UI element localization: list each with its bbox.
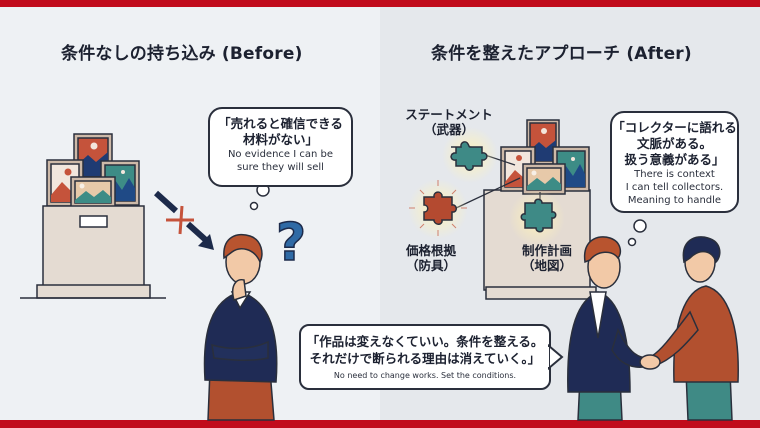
before-thought-jp-line1: 「売れると確信できる [218, 116, 343, 131]
handshake-people-icon [567, 236, 739, 421]
plan-label-line1: 制作計画 [521, 243, 572, 258]
puzzle-piece-plan-icon [520, 198, 557, 233]
before-thought-jp-line2: 材料がない」 [242, 132, 318, 147]
before-thought-en-line1: No evidence I can be [227, 149, 334, 160]
statement-label-line2: （武器） [423, 122, 474, 137]
after-thought-en-line2: I can tell collectors. [625, 182, 724, 193]
puzzle-piece-statement-icon [450, 141, 488, 171]
confused-man-icon [203, 233, 278, 421]
before-thought-bubble: 「売れると確信できる 材料がない」 No evidence I can be s… [208, 107, 353, 187]
after-thought-jp-line2: 文脈がある。 [636, 136, 712, 151]
before-title: 条件なしの持ち込み (Before) [61, 44, 303, 64]
price-label-line1: 価格根拠 [405, 243, 456, 258]
blocked-arrow-icon [153, 190, 214, 250]
before-artwork-pedestal-icon [20, 133, 166, 299]
plan-label-line2: （地図） [521, 258, 572, 273]
after-title: 条件を整えたアプローチ (After) [431, 44, 692, 64]
bottom-accent-bar [0, 420, 760, 428]
speech-jp-line2: それだけで断られる理由は消えていく。」 [309, 351, 541, 366]
thought-trail-after [627, 219, 647, 247]
after-thought-en-line3: Meaning to handle [627, 195, 722, 206]
production-plan-label: 制作計画 （地図） [512, 243, 582, 273]
speech-jp-line1: 「作品は変えなくていい。条件を整える。 [306, 334, 544, 349]
statement-label-line1: ステートメント [405, 107, 493, 122]
speech-bubble: 「作品は変えなくていい。条件を整える。 それだけで断られる理由は消えていく。」 … [299, 324, 551, 390]
price-label-line2: （防具） [405, 258, 456, 273]
puzzle-piece-price-icon [409, 180, 467, 236]
speech-en-line1: No need to change works. Set the conditi… [333, 371, 517, 380]
price-basis-label: 価格根拠 （防具） [396, 243, 466, 273]
question-mark-icon: ? [276, 213, 306, 273]
after-thought-jp-line3: 扱う意義がある」 [624, 152, 725, 167]
before-thought-en-line2: sure they will sell [237, 162, 324, 173]
after-thought-en-line1: There is context [634, 169, 715, 180]
statement-label: ステートメント （武器） [404, 107, 494, 137]
after-thought-bubble: 「コレクターに語れる 文脈がある。 扱う意義がある」 There is cont… [610, 111, 739, 213]
thought-trail-before [249, 183, 270, 211]
top-accent-bar [0, 0, 760, 7]
after-thought-jp-line1: 「コレクターに語れる [612, 120, 737, 135]
